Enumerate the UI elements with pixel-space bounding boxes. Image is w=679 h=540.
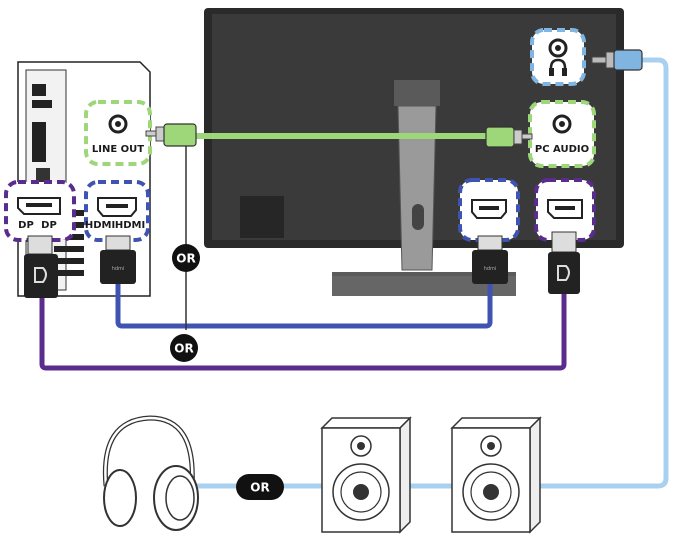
displayport-icon xyxy=(17,197,61,215)
hdmi-cable xyxy=(115,282,493,329)
svg-text:OR: OR xyxy=(250,481,269,495)
or-badge-1: OR xyxy=(172,244,200,272)
pc-hdmi-port: HDMI HDMI xyxy=(84,180,150,242)
pc-audio-port: PC AUDIO xyxy=(528,100,596,168)
hdmi-label-1: HDMI xyxy=(85,220,115,231)
or-badge-2: OR xyxy=(170,334,198,362)
dp-plug-monitor xyxy=(548,231,580,294)
displayport-icon xyxy=(547,199,583,219)
headphone-jack-icon xyxy=(549,58,567,76)
dp-label-1: DP xyxy=(18,220,34,231)
or-badge-3: OR xyxy=(236,474,284,500)
hdmi-port-icon xyxy=(471,199,507,219)
headphone-cable xyxy=(192,57,669,489)
audio-plug-monitor xyxy=(485,126,533,148)
monitor-hdmi-port xyxy=(458,178,520,242)
svg-text:OR: OR xyxy=(176,252,195,266)
speaker-icon xyxy=(450,416,542,534)
hdmi-plug-pc: hdmi xyxy=(100,235,136,284)
headphones-icon xyxy=(102,415,199,531)
line-out-label: LINE OUT xyxy=(92,144,144,155)
speaker-icon xyxy=(320,416,412,534)
monitor-dp-port xyxy=(534,178,596,242)
line-out-port: LINE OUT xyxy=(84,100,152,166)
hdmi-plug-monitor: hdmi xyxy=(472,235,508,284)
audio-plug-pc xyxy=(145,123,197,147)
pc-dp-port: DP DP xyxy=(4,180,76,242)
headphone-plug xyxy=(591,49,643,71)
svg-text:OR: OR xyxy=(174,342,193,356)
displayport-cable xyxy=(39,294,567,371)
pc-audio-label: PC AUDIO xyxy=(535,144,589,155)
hdmi-label-2: HDMI xyxy=(115,220,145,231)
headphone-port xyxy=(530,28,586,86)
svg-text:hdmi: hdmi xyxy=(112,266,125,272)
svg-text:hdmi: hdmi xyxy=(484,266,497,272)
dp-plug-pc xyxy=(24,235,58,298)
hdmi-port-icon xyxy=(97,197,137,217)
dp-label-2: DP xyxy=(41,220,57,231)
